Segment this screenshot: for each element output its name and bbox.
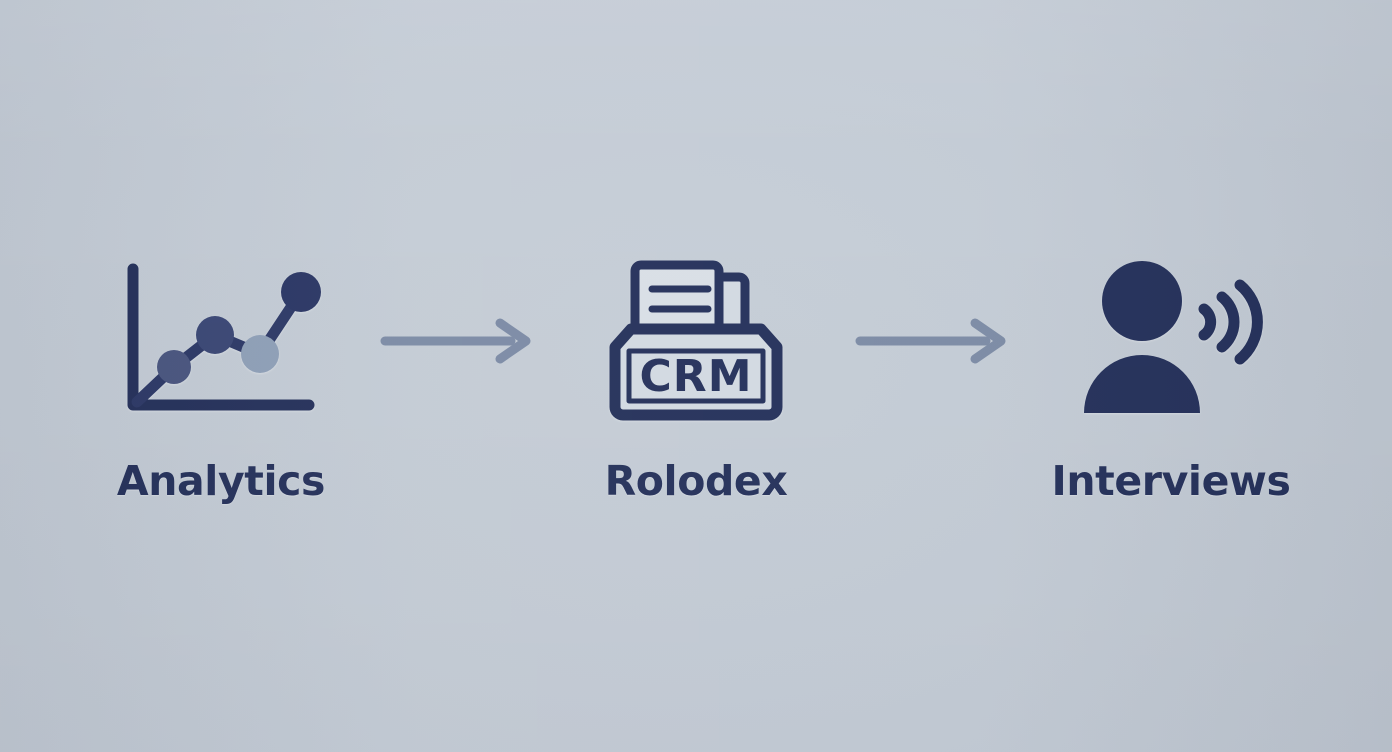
interviews-icon-container	[1080, 251, 1263, 431]
flow-step-rolodex[interactable]: CRM Rolodex	[546, 251, 846, 502]
file-box-inner-frame	[626, 348, 766, 403]
person-speaking-icon	[1084, 260, 1263, 413]
crm-label: CRM	[640, 351, 753, 402]
flow-step-label-interviews: Interviews	[1051, 456, 1291, 505]
person-body	[1084, 354, 1200, 413]
flow-step-interviews[interactable]: Interviews	[1021, 251, 1321, 502]
crm-card-file-icon: CRM	[609, 260, 783, 420]
flow-connector-1	[371, 251, 546, 431]
person-head	[1102, 260, 1182, 341]
arrow-right-icon	[380, 318, 531, 363]
line-chart-icon	[127, 263, 321, 410]
sound-wave-arcs	[1198, 279, 1263, 364]
rolodex-icon-container: CRM	[601, 251, 791, 431]
analytics-icon-container	[121, 251, 321, 431]
flow-connector-2	[846, 251, 1021, 431]
flow-step-analytics[interactable]: Analytics	[71, 251, 371, 502]
flow-step-label-analytics: Analytics	[116, 456, 326, 505]
arrow-right-icon	[855, 318, 1006, 363]
flow-step-label-rolodex: Rolodex	[604, 456, 788, 505]
